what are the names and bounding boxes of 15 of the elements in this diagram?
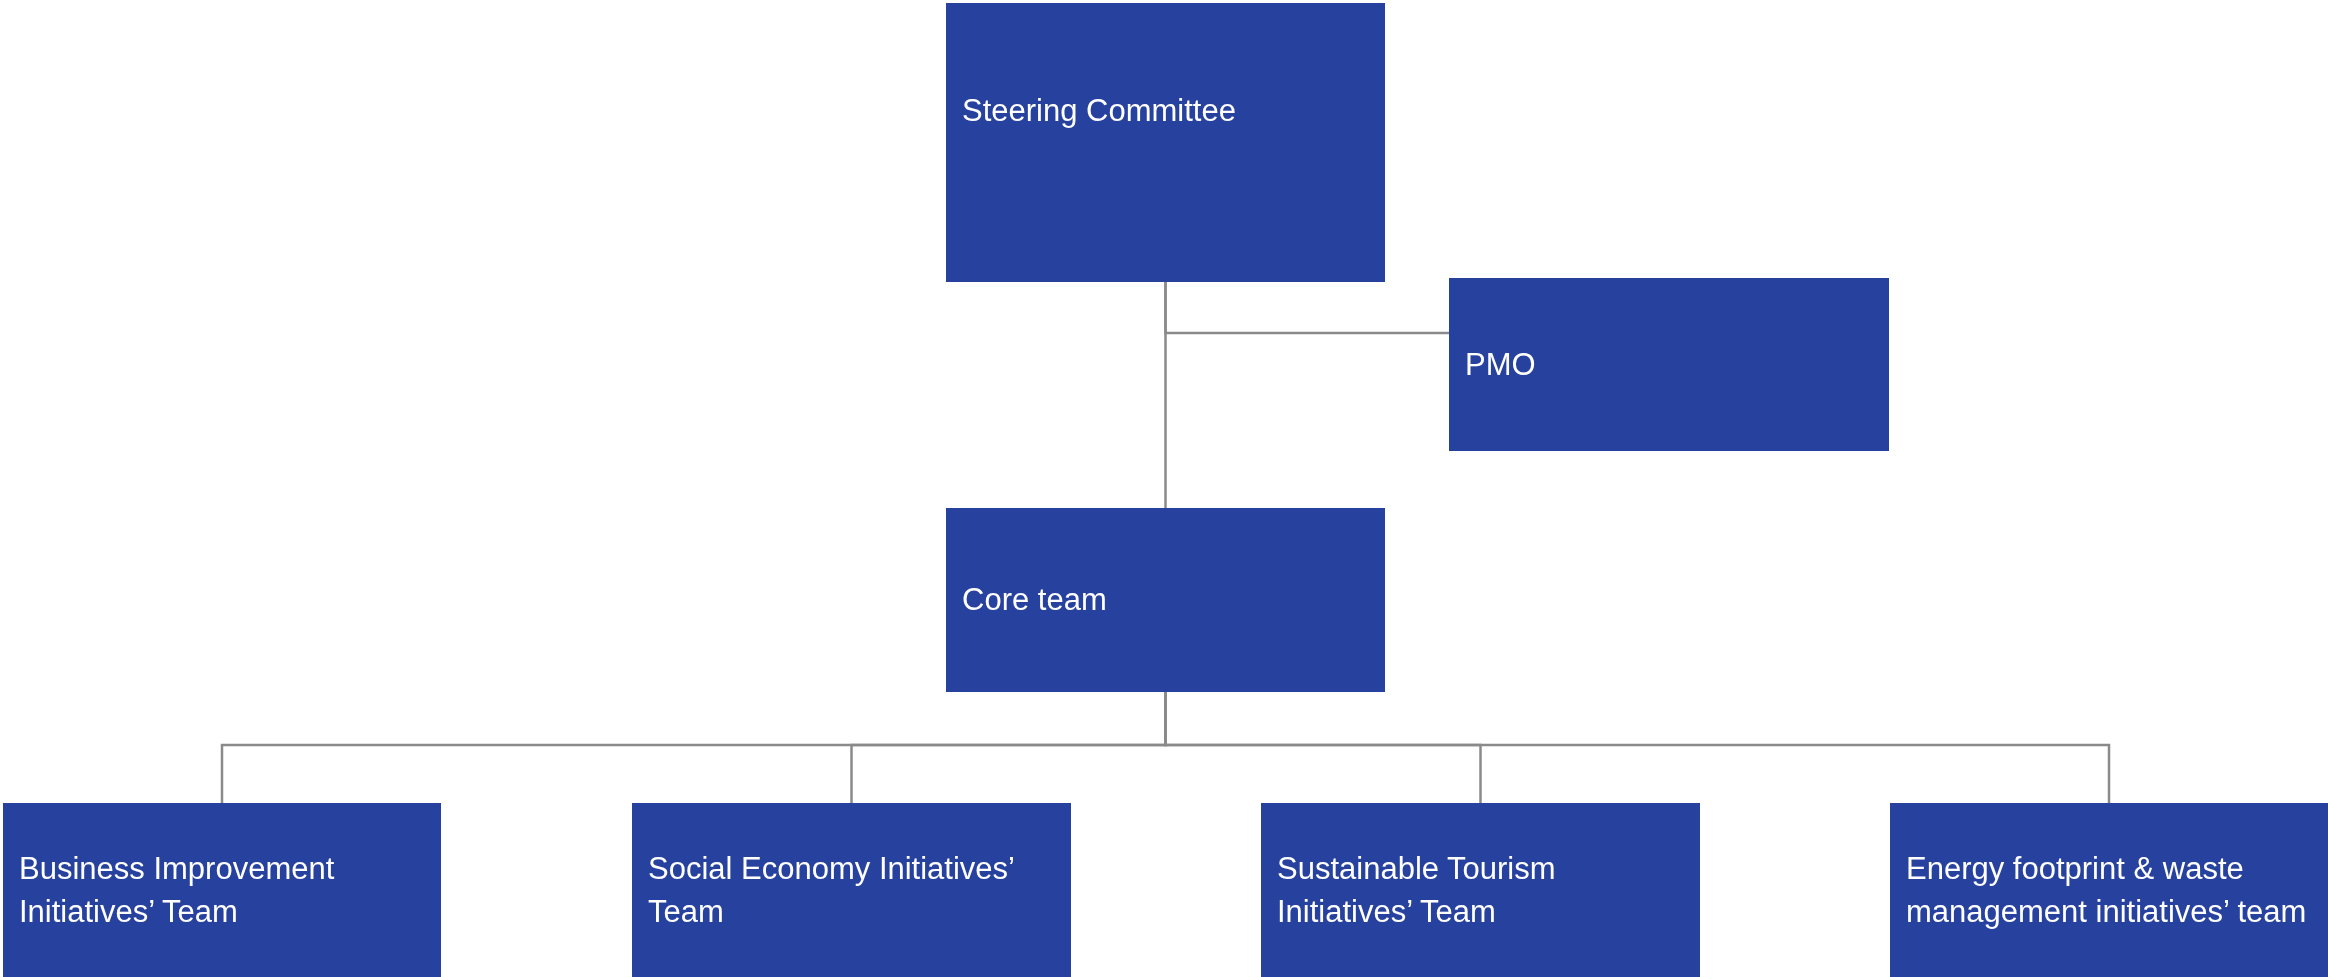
org-box [1449, 278, 1889, 451]
org-box [1261, 803, 1700, 977]
box-label: Energy footprint & waste management initiatives’ team [1906, 849, 2308, 931]
org-box [632, 803, 1071, 977]
org-box [946, 3, 1385, 282]
box-label: Social Economy Initiatives’ Team [648, 849, 1015, 931]
org-box [1890, 803, 2328, 977]
box-label: Sustainable Tourism Initiatives’ Team [1277, 849, 1557, 931]
box-label: Core team [962, 581, 1108, 620]
box-label: Business Improvement Initiatives’ Team [19, 849, 336, 931]
box-label: PMO [1465, 345, 1537, 384]
box-label: Steering Committee [962, 92, 1237, 130]
connector-line [1164, 282, 1449, 335]
org-box [946, 508, 1385, 692]
org-box [3, 803, 441, 977]
